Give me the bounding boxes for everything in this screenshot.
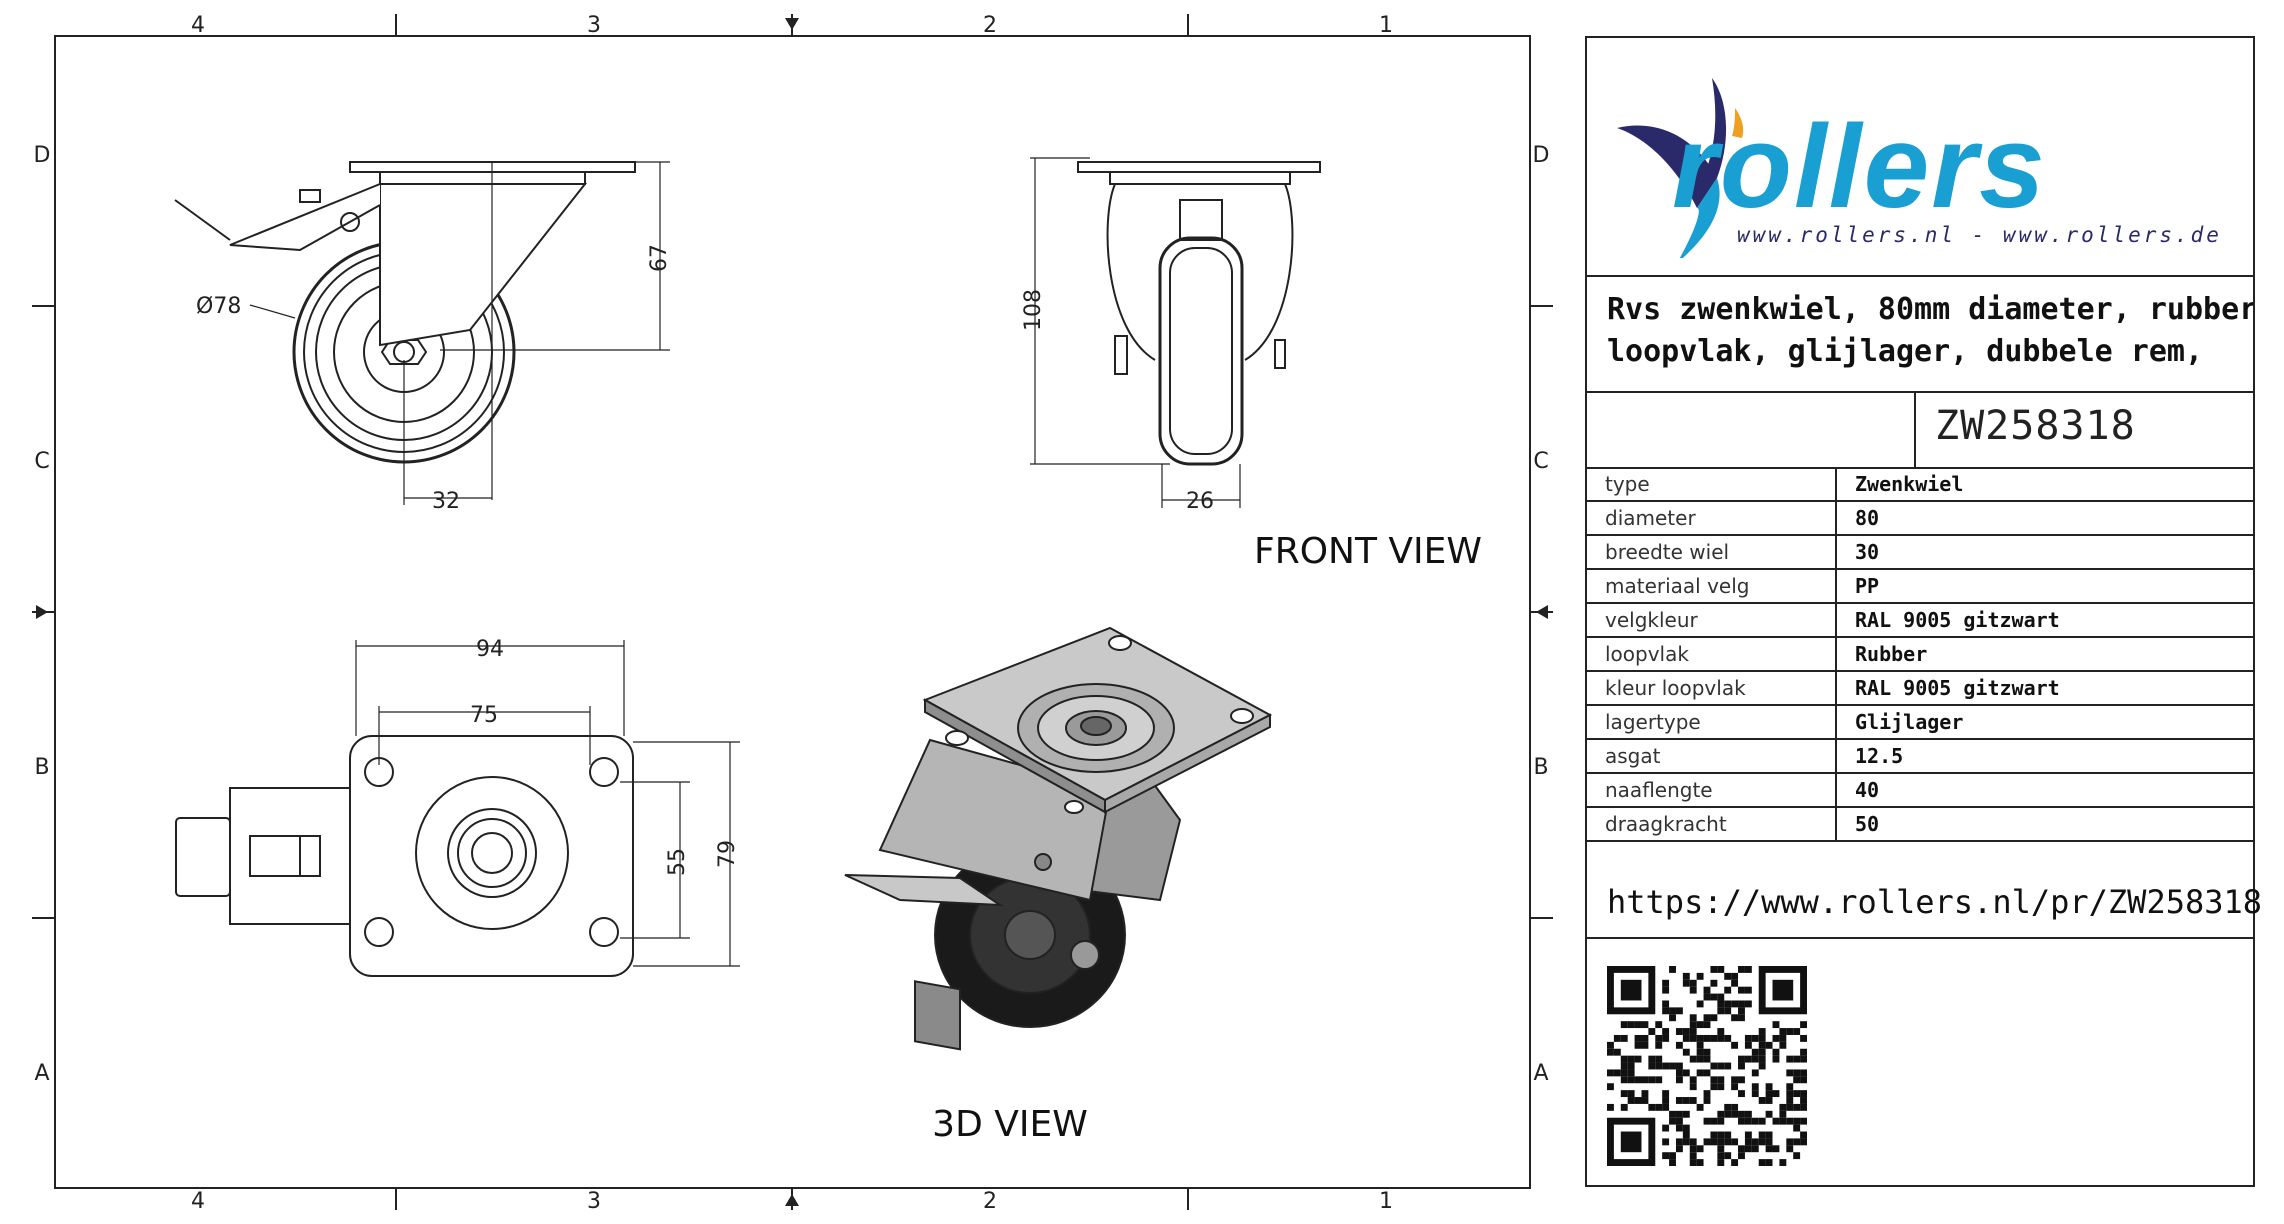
- dim-side-height: 67: [647, 244, 672, 272]
- col-label-1-bottom: 1: [1379, 1189, 1393, 1214]
- spec-value: Glijlager: [1836, 705, 2253, 740]
- logo-area: rollers www.rollers.nl - www.rollers.de: [1587, 38, 2253, 277]
- logo-wordmark: rollers: [1672, 101, 2047, 233]
- spec-key: velgkleur: [1587, 603, 1837, 638]
- spec-value: Zwenkwiel: [1836, 467, 2253, 502]
- dim-top-hole-spacing-x: 75: [470, 703, 498, 728]
- spec-value: PP: [1836, 569, 2253, 604]
- url-area: https://www.rollers.nl/pr/ZW258318: [1587, 861, 2262, 939]
- dim-top-hole-spacing-y: 55: [665, 848, 690, 876]
- spec-key: asgat: [1587, 739, 1837, 774]
- spec-value: 30: [1836, 535, 2253, 570]
- row-label-d-right: D: [1533, 143, 1550, 168]
- spec-key: type: [1587, 467, 1837, 502]
- spec-value: RAL 9005 gitzwart: [1836, 671, 2253, 706]
- description-area: Rvs zwenkwiel, 80mm diameter, rubber loo…: [1587, 275, 2253, 393]
- product-code-area: ZW258318: [1587, 391, 2253, 469]
- row-label-a-right: A: [1533, 1061, 1548, 1086]
- drawing-border: [54, 35, 1531, 1189]
- dim-top-plate-width: 94: [476, 637, 504, 662]
- title-block: rollers www.rollers.nl - www.rollers.de …: [1585, 36, 2262, 1187]
- spec-value: 80: [1836, 501, 2253, 536]
- col-label-2-top: 2: [983, 13, 997, 38]
- dim-side-diameter: Ø78: [196, 294, 241, 319]
- spec-key: kleur loopvlak: [1587, 671, 1837, 706]
- product-code: ZW258318: [1935, 403, 2136, 449]
- dim-top-plate-height: 79: [715, 840, 740, 868]
- logo-websites: www.rollers.nl - www.rollers.de: [1737, 223, 2222, 247]
- 3d-view-label: 3D VIEW: [932, 1104, 1088, 1145]
- dim-front-width: 26: [1186, 489, 1214, 514]
- col-label-1-top: 1: [1379, 13, 1393, 38]
- row-label-a-left: A: [34, 1061, 49, 1086]
- code-divider: [1914, 391, 1916, 467]
- col-label-4-top: 4: [191, 13, 205, 38]
- spec-key: draagkracht: [1587, 807, 1837, 842]
- product-description: Rvs zwenkwiel, 80mm diameter, rubber loo…: [1607, 292, 2253, 369]
- centering-arrows: [36, 18, 1548, 1206]
- technical-drawing: 4 3 2 1 4 3 2 1 D C B A D C B A Ø78 67 3…: [32, 13, 1553, 1214]
- spec-key: diameter: [1587, 501, 1837, 536]
- spec-value: 40: [1836, 773, 2253, 808]
- dim-front-height: 108: [1021, 289, 1046, 331]
- row-label-b-left: B: [34, 755, 49, 780]
- front-view: [1030, 157, 1321, 508]
- caster-3d-render: [844, 626, 1273, 1051]
- spec-value: 12.5: [1836, 739, 2253, 774]
- front-view-label: FRONT VIEW: [1254, 531, 1482, 572]
- spec-value: Rubber: [1836, 637, 2253, 672]
- dim-side-offset: 32: [432, 489, 460, 514]
- spec-value: 50: [1836, 807, 2253, 842]
- side-view: [174, 161, 670, 505]
- spec-key: materiaal velg: [1587, 569, 1837, 604]
- spec-value: RAL 9005 gitzwart: [1836, 603, 2253, 638]
- row-label-b-right: B: [1533, 755, 1548, 780]
- row-label-c-left: C: [34, 449, 49, 474]
- spec-key: breedte wiel: [1587, 535, 1837, 570]
- qr-code-icon[interactable]: [1607, 966, 1807, 1166]
- spec-key: lagertype: [1587, 705, 1837, 740]
- spec-key: loopvlak: [1587, 637, 1837, 672]
- row-label-d-left: D: [34, 143, 51, 168]
- spec-key: naaflengte: [1587, 773, 1837, 808]
- col-label-3-top: 3: [587, 13, 601, 38]
- rollers-bird-logo-icon: [1617, 78, 1744, 258]
- col-label-4-bottom: 4: [191, 1189, 205, 1214]
- row-label-c-right: C: [1533, 449, 1548, 474]
- zone-ticks: [32, 14, 1553, 1210]
- col-label-2-bottom: 2: [983, 1189, 997, 1214]
- top-view: [175, 640, 740, 977]
- col-label-3-bottom: 3: [587, 1189, 601, 1214]
- product-url-link[interactable]: https://www.rollers.nl/pr/ZW258318: [1607, 883, 2263, 921]
